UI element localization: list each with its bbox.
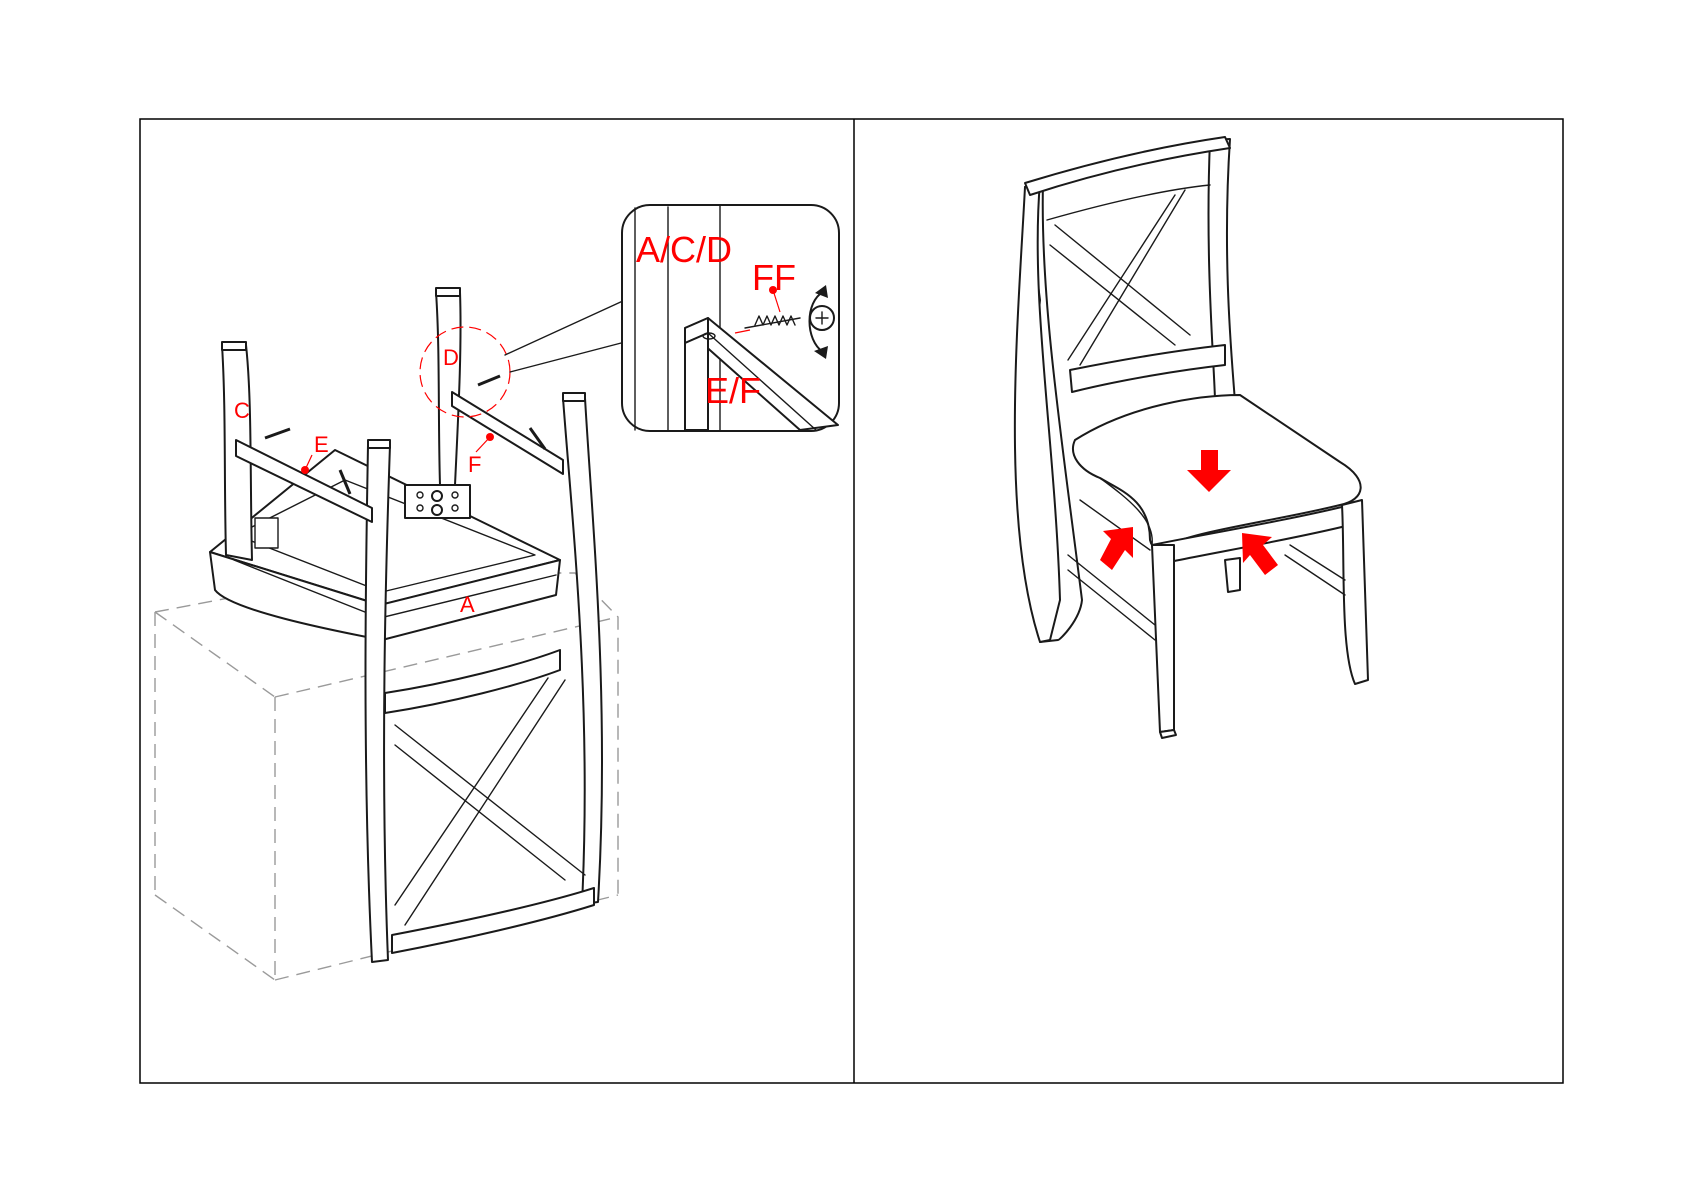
inverted-chair [210, 288, 602, 962]
left-panel: C E D F A [155, 205, 839, 980]
detail-label-screw: FF [752, 257, 796, 298]
label-a: A [460, 592, 475, 617]
label-c: C [234, 398, 250, 423]
detail-inset: A/C/D FF E/F [622, 205, 839, 431]
label-d: D [443, 345, 459, 370]
detail-label-rail: E/F [705, 370, 761, 411]
assembled-chair [1015, 137, 1368, 738]
detail-label-parts-top: A/C/D [636, 229, 732, 270]
push-in-arrow-left [1100, 527, 1133, 570]
right-panel [1015, 137, 1368, 738]
label-f: F [468, 452, 481, 477]
corner-bracket [405, 485, 470, 518]
label-e: E [314, 432, 329, 457]
